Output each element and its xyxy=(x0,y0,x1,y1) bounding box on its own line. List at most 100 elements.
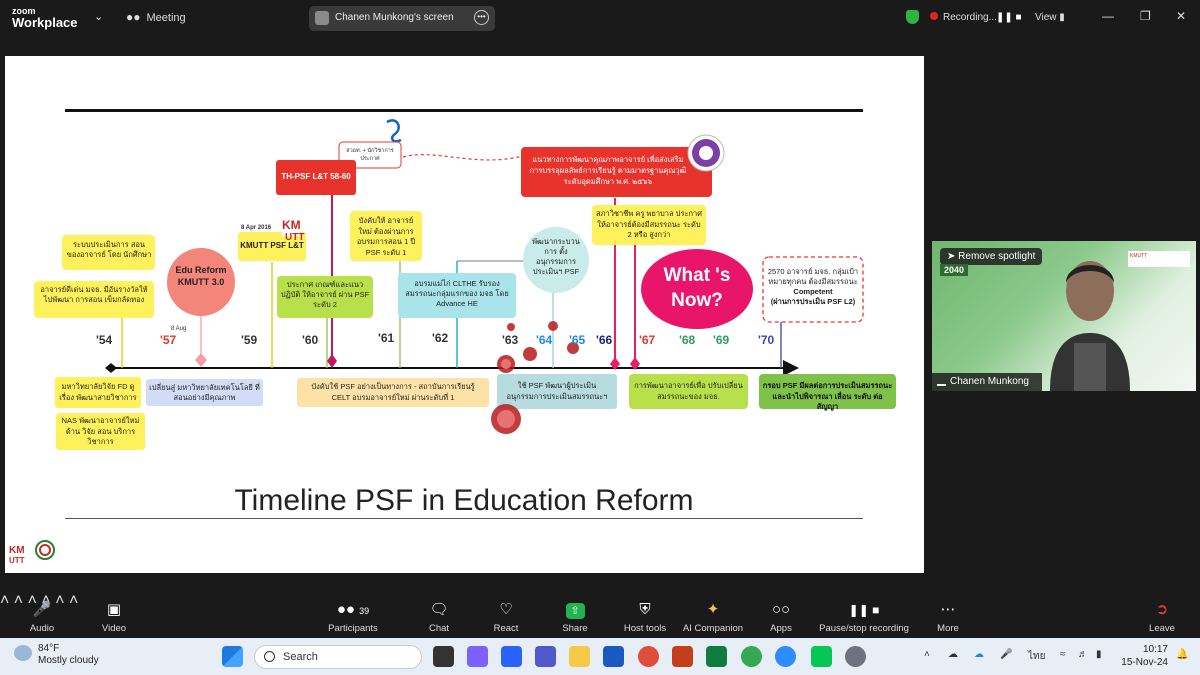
word-icon[interactable] xyxy=(603,646,624,667)
pause-stop-record-icons[interactable]: ❚❚ ■ xyxy=(996,12,1022,23)
input-language[interactable]: ไทย xyxy=(1028,651,1046,662)
tray-chevron-up-icon[interactable]: ˄ xyxy=(924,649,930,660)
restore-icon[interactable]: ❐ xyxy=(1140,9,1151,23)
excel-icon[interactable] xyxy=(706,646,727,667)
presenter-avatar xyxy=(315,11,329,25)
host-tools-button[interactable]: ⛨ Host tools xyxy=(620,592,670,638)
kmutt-small-logo xyxy=(282,214,300,236)
sparkle-icon: ✦ xyxy=(706,601,720,618)
video-button[interactable]: ▣ Video xyxy=(94,592,134,638)
chrome-icon[interactable] xyxy=(741,646,762,667)
participant-name: Chanen Munkong xyxy=(950,376,1029,387)
audio-options-caret[interactable]: ˄ xyxy=(0,592,10,609)
assessor-text: ใช้ PSF พัฒนาผู้ประเมิน อนุกรรมการประเมิ… xyxy=(506,381,608,401)
year-63: '63 xyxy=(502,333,519,347)
chat-options-caret[interactable]: ˄ xyxy=(41,592,51,609)
participants-button[interactable]: ●● 39 Participants xyxy=(324,592,382,638)
battery-icon[interactable]: ▮ xyxy=(1096,649,1102,660)
chrome-profile-icon[interactable] xyxy=(638,646,659,667)
chevron-down-icon[interactable]: ⌄ xyxy=(94,11,104,23)
settings-gear-icon[interactable] xyxy=(845,646,866,667)
taskbar-search[interactable]: Search xyxy=(254,645,422,669)
store-icon[interactable] xyxy=(501,646,522,667)
box-council-yellow xyxy=(592,205,706,245)
meeting-label: Meeting xyxy=(146,12,186,24)
tech-univ-text: เปลี่ยนสู่ มหาวิทยาลัยเทคโนโลยี ที่ สอนอ… xyxy=(149,383,260,402)
security-shield-icon[interactable] xyxy=(906,10,919,24)
teams-icon[interactable] xyxy=(535,646,556,667)
box-mandatory-yellow xyxy=(350,211,422,261)
whats-now-ellipse xyxy=(641,249,753,329)
meeting-controls: 🎤 Audio ˄ ▣ Video ˄ ●● 39 Participants ˄… xyxy=(0,592,1200,638)
speaker-video-tile[interactable]: ➤ Remove spotlight 2040 KMUTT Chanen Mun… xyxy=(932,241,1196,391)
screen-share-label: Chanen Munkong's screen xyxy=(335,12,454,23)
year-64: '64 xyxy=(536,333,553,347)
kmutt-psf-text: KMUTT PSF L&T xyxy=(240,241,304,250)
edu-reform-circle xyxy=(167,248,235,316)
task-view-icon[interactable] xyxy=(433,646,454,667)
wifi-icon[interactable]: ≈ xyxy=(1060,649,1066,660)
leave-label: Leave xyxy=(1149,623,1175,634)
zoom-icon[interactable] xyxy=(775,646,796,667)
volume-icon[interactable]: ♬ xyxy=(1078,649,1088,660)
tray-network-icon[interactable]: ☁ xyxy=(948,649,958,660)
meeting-info-button[interactable]: ●●Meeting xyxy=(126,10,186,24)
target-2570-line1: 2570 อาจารย์ มจธ. กลุ่มเป้าหมายทุกคน ต้อ… xyxy=(767,267,859,286)
target-2570-bold: Competent xyxy=(793,287,833,296)
year-59: '59 xyxy=(241,333,258,347)
react-label: React xyxy=(493,623,519,634)
remove-spotlight-button[interactable]: ➤ Remove spotlight xyxy=(940,248,1043,265)
powerpoint-icon[interactable] xyxy=(672,646,693,667)
share-options-caret[interactable]: ˄ xyxy=(55,592,65,609)
recording-indicator[interactable]: Recording... xyxy=(930,12,997,23)
shield-icon: ⛨ xyxy=(639,601,651,618)
mandatory-text: บังคับให้ อาจารย์ใหม่ ต้องผ่านการอบรมการ… xyxy=(356,216,416,257)
chat-bubble-icon: 🗨 xyxy=(429,601,449,618)
more-options-icon[interactable]: ••• xyxy=(474,10,489,25)
audio-button[interactable]: 🎤 Audio xyxy=(22,592,62,638)
minimize-icon[interactable]: — xyxy=(1102,9,1114,23)
announce-text: ประกาศ เกณฑ์และแนวปฏิบัติ ให้อาจารย์ ผ่า… xyxy=(280,280,370,309)
nas-text: NAS พัฒนาอาจารย์ใหม่ ด้าน วิจัย สอน บริก… xyxy=(61,416,140,446)
apps-grid-icon: ○○ xyxy=(771,601,791,618)
view-button[interactable]: View ▮ xyxy=(1035,12,1065,23)
notification-bell-icon[interactable]: 🔔 xyxy=(1176,649,1189,660)
leave-button[interactable]: ➲ Leave xyxy=(1142,592,1182,638)
apps-options-caret[interactable]: ˄ xyxy=(68,592,79,609)
box-award-yellow xyxy=(34,281,154,318)
year-69: '69 xyxy=(713,333,730,347)
kmutt-watermark: KMUTT xyxy=(1128,251,1190,267)
copilot-icon[interactable] xyxy=(467,646,488,667)
close-icon[interactable]: ✕ xyxy=(1176,9,1187,23)
chat-button[interactable]: 🗨 Chat xyxy=(422,592,456,638)
council-text: สภาวิชาชีพ ครู พยาบาล ประกาศให้อาจารย์ต้… xyxy=(595,209,703,239)
target-2570-box xyxy=(762,256,864,323)
more-button[interactable]: ⋯ More xyxy=(930,592,966,638)
share-button[interactable]: ⇧ Share xyxy=(556,592,594,638)
search-icon xyxy=(264,651,275,662)
system-clock[interactable]: 10:17 15-Nov-24 xyxy=(1118,643,1168,669)
ohec-logo-icon xyxy=(386,119,402,143)
ai-companion-button[interactable]: ✦ AI Companion xyxy=(680,592,746,638)
bottom-rule xyxy=(65,518,863,519)
kmutt-logo-letters-2: UTT xyxy=(285,232,304,243)
weather-widget[interactable]: 84°F Mostly cloudy xyxy=(14,643,99,667)
file-explorer-icon[interactable] xyxy=(569,646,590,667)
box-eval-text: ระบบประเมินการ สอน ของอาจารย์ โดย นักศึก… xyxy=(66,240,152,259)
react-button[interactable]: ♡ React xyxy=(488,592,524,638)
onedrive-icon[interactable]: ☁ xyxy=(974,649,984,660)
screen-share-chip[interactable]: Chanen Munkong's screen ••• xyxy=(309,6,495,31)
line-icon[interactable] xyxy=(811,646,832,667)
video-label: Video xyxy=(101,623,127,634)
participants-options-caret[interactable]: ˄ xyxy=(27,592,37,609)
apps-button[interactable]: ○○ Apps xyxy=(764,592,798,638)
view-label: View xyxy=(1035,12,1057,23)
tray-mic-icon[interactable]: 🎤 xyxy=(1000,649,1013,660)
timeline-slide-svg: KM UTT KM UTT xyxy=(9,109,896,565)
camera-icon: ▣ xyxy=(106,601,122,618)
windows-start-icon[interactable] xyxy=(222,646,243,667)
vision-2040-badge: 2040 xyxy=(940,264,969,276)
pause-stop-recording-button[interactable]: ❚❚ ■ Pause/stop recording xyxy=(816,592,912,638)
video-options-caret[interactable]: ˄ xyxy=(13,592,24,609)
more-dots-icon: ⋯ xyxy=(940,601,956,618)
